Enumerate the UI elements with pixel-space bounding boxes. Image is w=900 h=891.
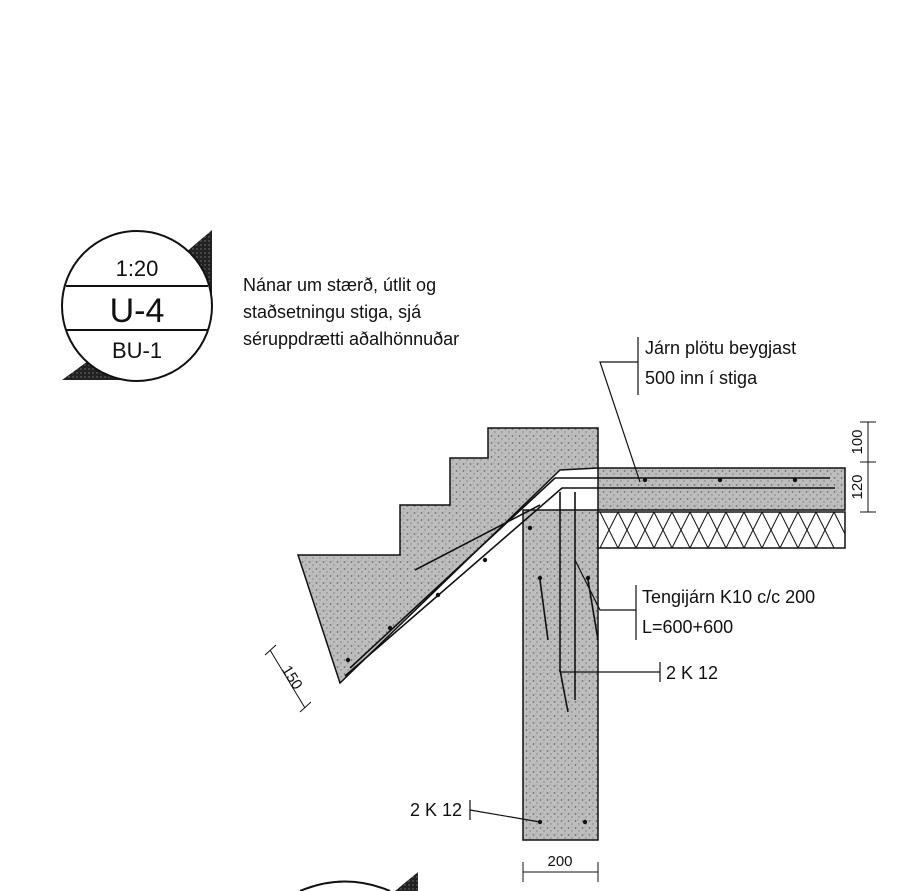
detail-tag: 1:20 U-4 BU-1: [61, 230, 213, 382]
tag-scale: 1:20: [116, 256, 159, 281]
tag-detail-id: U-4: [110, 292, 165, 330]
rebar-dots: [345, 477, 798, 825]
callout-slab-bars-line-1: Járn plötu beygjast: [645, 338, 796, 358]
callout-bars-lower: 2 K 12: [410, 800, 462, 820]
dim-wall-width-line: [522, 862, 599, 882]
next-detail-tag-partial: [299, 872, 418, 891]
leader-slab-bars: [599, 337, 641, 483]
leader-bars-lower: [469, 800, 541, 823]
tag-circle: [61, 230, 213, 382]
tie-bar-1: [539, 579, 549, 641]
tag-sheet-ref: BU-1: [112, 338, 162, 363]
stair-bar-top: [414, 504, 541, 571]
note-line-2: staðsetningu stiga, sjá: [243, 302, 422, 322]
leader-bars-upper: [560, 662, 661, 682]
dim-slab-thickness: 120: [849, 474, 866, 499]
slab-bar-bent-into-stair: [349, 477, 830, 669]
dim-slab-vertical-line: [860, 421, 876, 513]
general-note: Nánar um stærð, útlit og staðsetningu st…: [243, 275, 459, 349]
insulation-layer: [597, 511, 846, 549]
dim-slab-top: 100: [849, 429, 866, 454]
callout-slab-bars-line-2: 500 inn í stiga: [645, 368, 758, 388]
stair-flight: [296, 427, 599, 685]
callout-bars-upper: 2 K 12: [666, 663, 718, 683]
concrete-sections: [296, 427, 846, 841]
note-line-3: séruppdrætti aðalhönnuðar: [243, 329, 459, 349]
insulation-hatch: [599, 511, 846, 549]
slab-section: [597, 467, 846, 511]
leader-tie-bars: [574, 559, 637, 640]
dimensions: [264, 421, 876, 882]
dim-stair-thickness-line: [264, 644, 312, 713]
leader-lines: [469, 337, 661, 823]
note-line-1: Nánar um stærð, útlit og: [243, 275, 436, 295]
reinforcement: [344, 477, 835, 713]
callout-tie-bars-line-2: L=600+600: [642, 617, 733, 637]
slab-bar-lower: [344, 487, 835, 677]
callout-tie-bars-line-1: Tengijárn K10 c/c 200: [642, 587, 815, 607]
tie-bar-3: [559, 669, 569, 713]
callouts: Járn plötu beygjast 500 inn í stiga Teng…: [410, 338, 815, 820]
dim-wall-width: 200: [547, 853, 572, 870]
dim-stair-thickness: 150: [278, 662, 306, 692]
